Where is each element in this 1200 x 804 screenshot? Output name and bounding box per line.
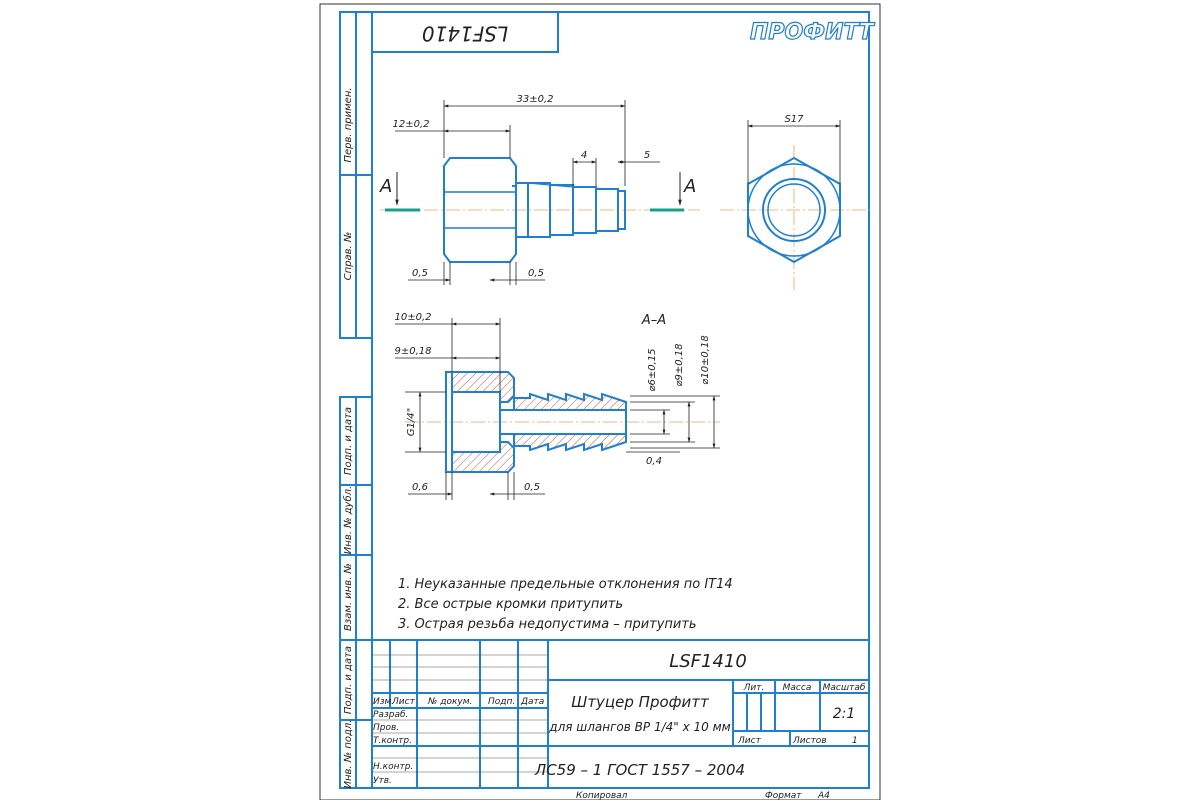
tb-header-list: Лист: [391, 697, 416, 707]
tb-header-podp: Подп.: [488, 697, 515, 707]
dim-chamfer-l: 0,5: [412, 268, 428, 279]
tb-role-prov: Пров.: [373, 723, 399, 733]
section-title: A–A: [641, 313, 666, 328]
side-dimensions: [747, 120, 841, 184]
stamp-top-text: LSF1410: [422, 22, 508, 46]
side-labels: Перв. примен. Справ. № Подп. и дата Инв.…: [342, 87, 354, 788]
dim-rib-end: 5: [644, 150, 650, 161]
dim-sec-chamfer-l: 0,6: [412, 482, 428, 493]
side-label-invpodl: Инв. № подл.: [343, 720, 354, 789]
dim-overall: 33±0,2: [516, 94, 553, 105]
section-upper-hatch: [451, 371, 515, 403]
note-3: 3. Острая резьба недопустима – притупить: [398, 617, 697, 632]
section-barb-top: [513, 392, 627, 411]
bore-outer: [762, 178, 826, 242]
title-block-grid: [372, 639, 869, 788]
tb-name-1: Штуцер Профитт: [571, 693, 710, 711]
note-1: 1. Неуказанные предельные отклонения по …: [398, 577, 733, 592]
tb-scale-value: 2:1: [833, 706, 856, 722]
tb-sheets-value: 1: [852, 736, 858, 746]
front-dimensions: [395, 100, 660, 285]
tb-header-izm: Изм.: [373, 697, 394, 707]
side-label-vzam: Взам. инв. №: [343, 563, 354, 631]
front-barb: [512, 182, 626, 238]
tb-role-tkontr: Т.контр.: [373, 736, 412, 746]
brand-logo-text: ПРОФИТТ: [750, 20, 875, 45]
section-lower-hatch: [451, 441, 515, 473]
side-label-sprav: Справ. №: [343, 232, 354, 281]
section-letter-right: A: [683, 176, 696, 197]
tb-role-nkontr: Н.контр.: [373, 762, 413, 772]
tb-sheet: Лист: [737, 736, 762, 746]
tb-name-2: для шлангов ВР 1/4" х 10 мм: [548, 720, 730, 734]
title-block-thin-lines: [372, 654, 548, 773]
tb-format: Формат: [765, 791, 802, 800]
section-view: [405, 371, 720, 473]
side-label-podp2: Подп. и дата: [343, 646, 354, 714]
dimension-labels: 33±0,2 12±0,2 4 5 0,5 0,5 S17 10±0,2 9±0…: [392, 94, 804, 493]
dim-wall: 0,4: [646, 456, 662, 467]
tb-header-doc: № докум.: [427, 697, 472, 707]
front-view: [380, 157, 700, 263]
tb-lit: Лит.: [743, 683, 765, 693]
dim-depth2: 9±0,18: [394, 346, 431, 357]
dim-sec-chamfer-r: 0,5: [524, 482, 540, 493]
tb-format-value: А4: [817, 791, 830, 800]
side-column: [339, 11, 373, 789]
tb-header-date: Дата: [520, 697, 544, 707]
section-dimensions: [395, 318, 720, 500]
note-2: 2. Все острые кромки притупить: [398, 597, 623, 612]
tb-role-razrab: Разраб.: [373, 710, 408, 720]
side-label-perv: Перв. примен.: [343, 87, 354, 162]
section-barb-bottom: [513, 433, 627, 452]
tb-role-utv: Утв.: [373, 776, 392, 786]
dim-across-flats: S17: [784, 114, 804, 125]
notes: 1. Неуказанные предельные отклонения по …: [398, 577, 733, 632]
dim-depth1: 10±0,2: [394, 312, 431, 323]
bore-inner: [767, 183, 821, 237]
dim-thread: G1/4": [406, 408, 417, 436]
tb-material: ЛС59 – 1 ГОСТ 1557 – 2004: [534, 761, 745, 779]
side-view: [720, 145, 870, 290]
tb-mass: Масса: [783, 683, 812, 693]
dim-chamfer-r: 0,5: [528, 268, 544, 279]
title-block-text: LSF1410 Штуцер Профитт для шлангов ВР 1/…: [373, 651, 866, 801]
section-letter-left: A: [379, 176, 392, 197]
dim-rib-pitch: 4: [581, 150, 587, 161]
side-label-invdubl: Инв. № дубл.: [342, 486, 354, 554]
tb-sheets: Листов: [792, 736, 827, 746]
side-label-podp1: Подп. и дата: [343, 407, 354, 475]
dim-hex-len: 12±0,2: [392, 119, 429, 130]
dim-bore: ⌀6±0,15: [647, 348, 658, 391]
dim-outer: ⌀10±0,18: [700, 335, 711, 384]
brand-logo: ПРОФИТТ: [749, 19, 876, 45]
tb-scale: Масштаб: [823, 683, 866, 693]
tb-designation: LSF1410: [669, 651, 747, 672]
dim-mid: ⌀9±0,18: [674, 343, 685, 386]
hex-chamfer-circle: [747, 163, 841, 257]
tb-copied: Копировал: [576, 791, 628, 800]
